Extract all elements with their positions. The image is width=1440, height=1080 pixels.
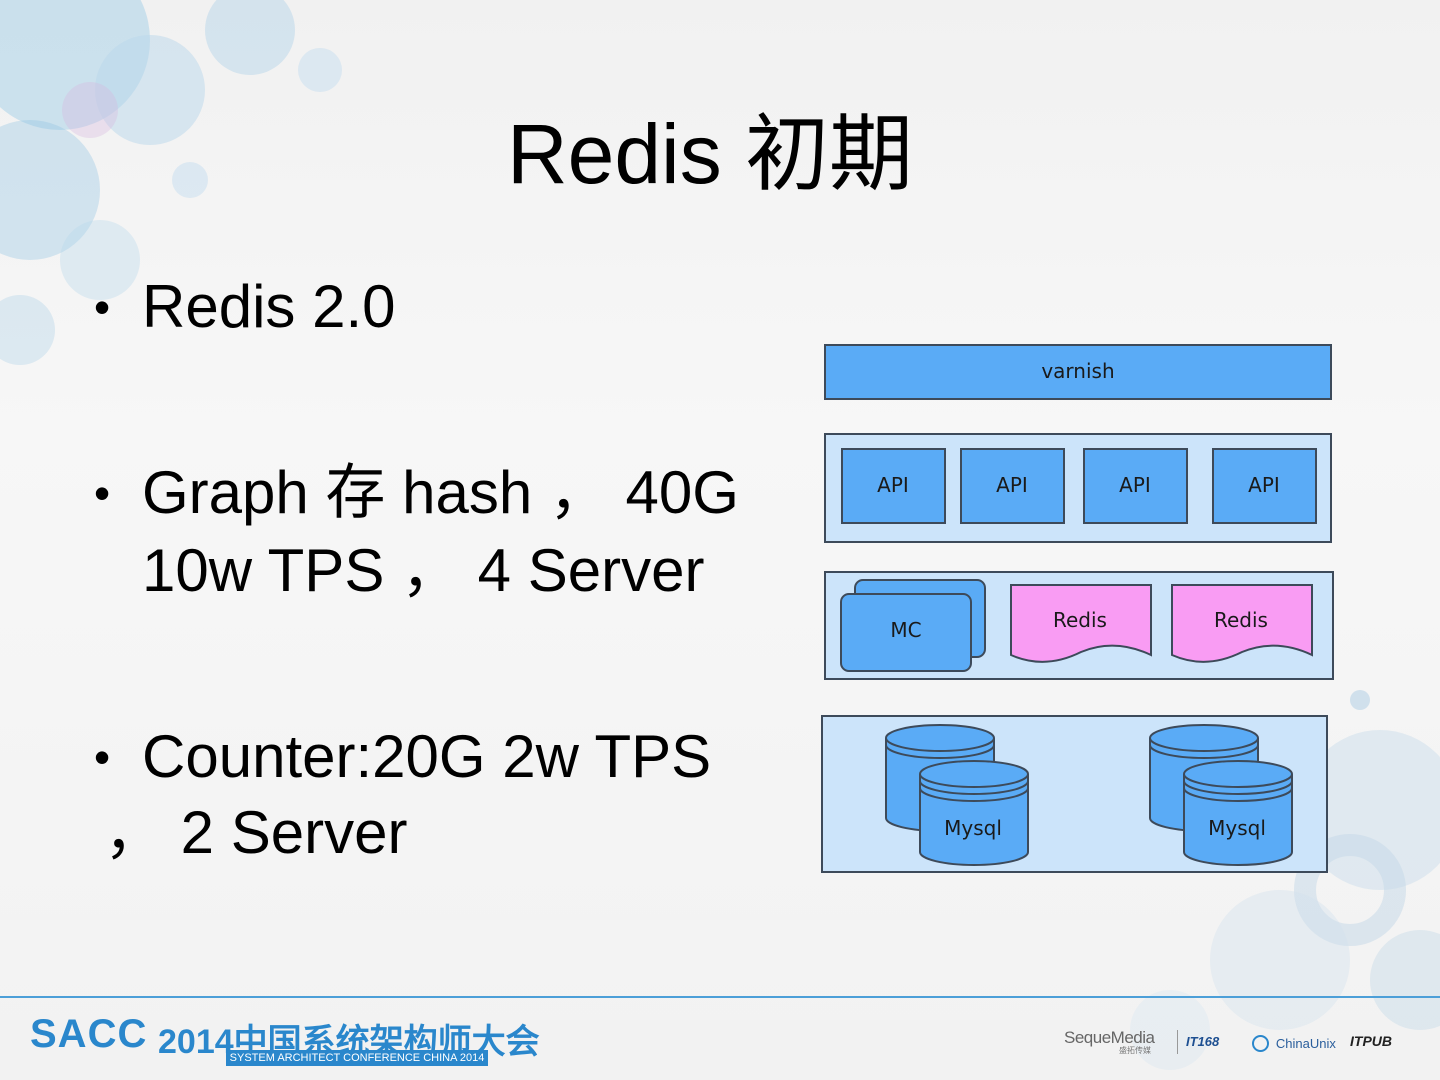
storage-layer: Mysql Mysql: [821, 715, 1328, 873]
mysql-cylinder: [1183, 760, 1293, 866]
bullet-text: Redis 2.0: [142, 273, 396, 340]
redis-label: Redis: [1053, 608, 1107, 632]
bullet-dot-icon: •: [94, 731, 111, 783]
mysql-label: Mysql: [1208, 816, 1266, 840]
mysql-cylinder: [919, 760, 1029, 866]
cache-layer: MC Redis Redis: [824, 571, 1334, 680]
bullet-text-line-2: 10w TPS ， 4 Server: [142, 537, 705, 604]
mc-label: MC: [890, 618, 921, 642]
api-label: API: [877, 473, 909, 497]
sequemedia-subtext: 盛拓传媒: [1119, 1046, 1151, 1055]
slide-title: Redis 初期: [506, 107, 914, 201]
footer-divider: [0, 996, 1440, 998]
redis-document-shape: [1171, 584, 1313, 663]
api-layer: API API API API: [824, 433, 1332, 543]
it168-text: IT168: [1186, 1034, 1220, 1049]
mysql-label: Mysql: [944, 816, 1002, 840]
redis-document-shape: [1010, 584, 1152, 663]
chinaunix-logo: ChinaUnix: [1252, 1034, 1336, 1064]
conference-title-en: SYSTEM ARCHITECT CONFERENCE CHINA 2014: [226, 1050, 488, 1066]
api-box: [841, 448, 946, 524]
sacc-logo-text: SACC: [30, 1012, 148, 1056]
api-box: [960, 448, 1065, 524]
itpub-logo: ITPUB: [1350, 1033, 1392, 1063]
bullet-text-line-2: ， 2 Server: [104, 799, 408, 866]
api-box: [1083, 448, 1188, 524]
api-label: API: [1248, 473, 1280, 497]
varnish-layer: varnish: [824, 344, 1332, 400]
mc-box: [840, 593, 972, 672]
varnish-label: varnish: [1041, 359, 1114, 383]
redis-label: Redis: [1214, 608, 1268, 632]
chinaunix-icon: [1252, 1034, 1269, 1052]
sequemedia-logo: SequeMedia 盛拓传媒: [1064, 1028, 1155, 1058]
bullet-text-line-1: Graph 存 hash ， 40G: [142, 459, 739, 526]
bullet-dot-icon: •: [94, 281, 111, 333]
itpub-text: ITPUB: [1350, 1033, 1392, 1049]
bullet-dot-icon: •: [94, 467, 111, 519]
it168-logo: IT168: [1186, 1033, 1219, 1063]
api-box: [1212, 448, 1317, 524]
api-label: API: [1119, 473, 1151, 497]
bullet-text-line-1: Counter:20G 2w TPS: [142, 723, 712, 790]
api-label: API: [996, 473, 1028, 497]
chinaunix-text: ChinaUnix: [1275, 1035, 1336, 1051]
sequemedia-text: SequeMedia: [1064, 1028, 1155, 1047]
